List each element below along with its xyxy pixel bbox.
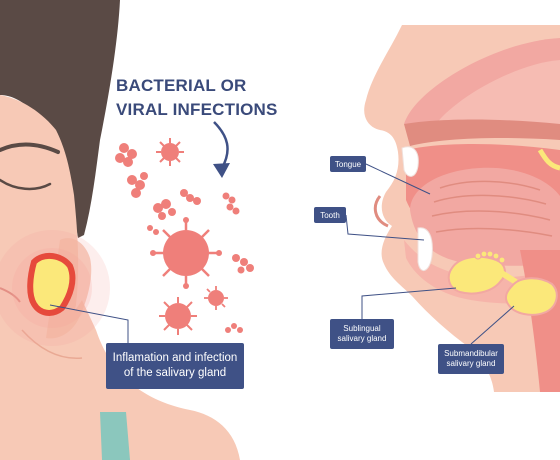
face-illustration: [0, 0, 240, 460]
virus-particles: [115, 138, 254, 335]
curved-arrow: [213, 121, 230, 178]
label-submandibular-line-1: Submandibular: [444, 349, 498, 358]
title-line-1: BACTERIAL OR: [116, 76, 247, 95]
title-line-2: VIRAL INFECTIONS: [116, 100, 278, 119]
caption-line-2: of the salivary gland: [123, 367, 227, 379]
label-tongue: Tongue: [330, 156, 366, 172]
label-pointers: [345, 163, 515, 345]
page-title: BACTERIAL OR VIRAL INFECTIONS: [116, 74, 278, 122]
salivary-gland: [447, 250, 558, 316]
label-tooth: Tooth: [314, 207, 346, 223]
label-sublingual-line-1: Sublingual: [343, 324, 381, 333]
label-submandibular-line-2: salivary gland: [446, 359, 496, 368]
label-sublingual-line-2: salivary gland: [337, 334, 387, 343]
caption-line-1: Inflamation and infection: [112, 352, 238, 364]
caption-box: Inflamation and infection of the salivar…: [106, 343, 244, 389]
label-sublingual: Sublingual salivary gland: [330, 319, 394, 349]
label-submandibular: Submandibular salivary gland: [438, 344, 504, 374]
